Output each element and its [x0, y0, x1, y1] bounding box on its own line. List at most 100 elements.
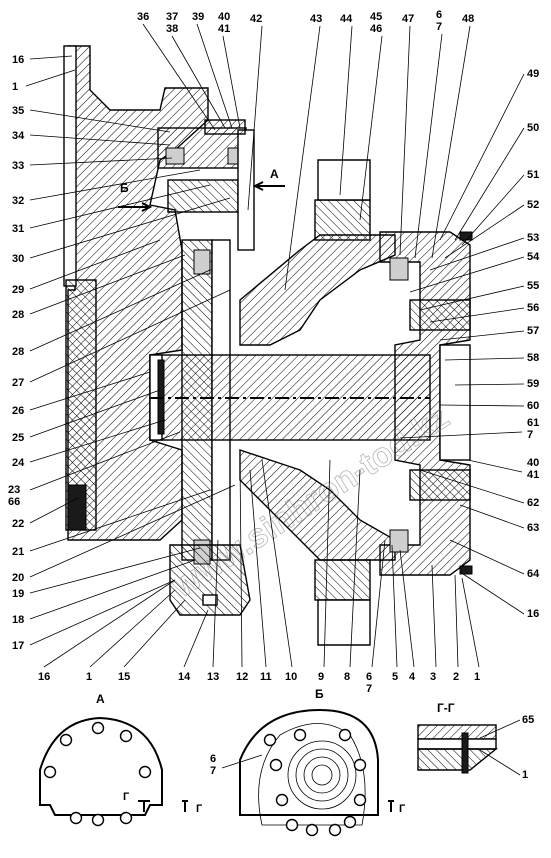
callout: 38 — [166, 23, 178, 35]
leader-line — [479, 719, 521, 739]
callout: 23 — [8, 484, 20, 496]
callout: 65 — [522, 714, 534, 726]
callouts-right: 49 50 51 52 53 54 55 56 57 58 59 60 61 7… — [527, 68, 540, 620]
lower-gear-box — [169, 544, 251, 616]
leader-line — [479, 749, 521, 776]
tire-bottom — [317, 599, 371, 646]
arrow-b — [118, 202, 153, 212]
main-section — [63, 45, 473, 646]
callout: 61 — [527, 417, 539, 429]
bearing-upper — [193, 249, 211, 275]
leader-lines-bottom — [43, 459, 480, 668]
hub-bearing-bottom — [389, 529, 409, 553]
callout: 27 — [12, 377, 24, 389]
callout: 62 — [527, 497, 539, 509]
callout: 41 — [527, 469, 539, 481]
callout: 59 — [527, 378, 539, 390]
hub-cap — [439, 344, 471, 461]
section-gg: Г-Г 65 1 — [417, 701, 534, 781]
callout: 7 — [210, 765, 216, 777]
callout: 29 — [12, 284, 24, 296]
callout: 40 — [527, 457, 539, 469]
callout: 6 — [210, 753, 216, 765]
callout: 1 — [522, 769, 528, 781]
callout: 39 — [192, 11, 204, 23]
callout: 17 — [12, 640, 24, 652]
callout: 31 — [12, 223, 24, 235]
callout: 26 — [12, 405, 24, 417]
housing-upper — [239, 234, 396, 346]
hub-gear-bottom — [409, 469, 471, 501]
wheel-top — [314, 199, 371, 241]
arrow-a — [252, 181, 285, 191]
view-a-outline — [39, 716, 163, 816]
cap-bolt-bottom — [459, 565, 473, 575]
flange-plate — [63, 45, 77, 287]
callout: 30 — [12, 253, 24, 265]
callout: 54 — [527, 251, 540, 263]
callout: 1 — [474, 671, 480, 683]
callout: 5 — [392, 671, 398, 683]
callout: 12 — [236, 671, 248, 683]
callout: 22 — [12, 518, 24, 530]
callout: 57 — [527, 325, 539, 337]
callout: 25 — [12, 432, 24, 444]
mount-bolt — [67, 484, 87, 531]
callouts-left: 16 1 35 34 33 32 31 30 29 28 28 27 26 25… — [8, 54, 25, 652]
callout: 28 — [12, 346, 24, 358]
callout: 13 — [207, 671, 219, 683]
callout: 7 — [436, 21, 442, 33]
callout: 45 — [370, 11, 382, 23]
view-b-ring-1 — [287, 740, 357, 810]
callout: 36 — [137, 11, 149, 23]
upper-bearing — [165, 147, 185, 165]
view-b-title: Б — [315, 687, 324, 701]
leader-lines-top — [142, 23, 471, 291]
section-mark-2: Г — [196, 803, 203, 815]
callout: 6 — [436, 9, 442, 21]
view-a-bolts — [43, 721, 152, 827]
callout: 52 — [527, 199, 539, 211]
callout: 9 — [318, 671, 324, 683]
cover-plate — [237, 129, 255, 251]
leader-line — [221, 754, 263, 769]
callout: 63 — [527, 522, 539, 534]
callout: 51 — [527, 169, 539, 181]
section-arrow-b — [388, 800, 394, 812]
gear-ring — [167, 179, 239, 213]
section-arrow — [138, 800, 150, 812]
callout: 35 — [12, 105, 24, 117]
callout: 40 — [218, 11, 230, 23]
callout: 46 — [370, 23, 382, 35]
callouts-top: 36 37 38 39 40 41 42 43 44 45 46 47 6 7 … — [137, 9, 474, 35]
callout: 28 — [12, 309, 24, 321]
callout: 33 — [12, 160, 24, 172]
callout: 64 — [527, 568, 540, 580]
callout: 47 — [402, 13, 414, 25]
callout: 8 — [344, 671, 350, 683]
callout: 16 — [38, 671, 50, 683]
callout: 53 — [527, 232, 539, 244]
gg-upper-plate — [417, 724, 497, 740]
gg-pin — [461, 732, 469, 774]
callout: 32 — [12, 195, 24, 207]
section-mark-b: Г — [399, 803, 406, 815]
gg-gasket — [417, 738, 497, 750]
view-a-title: А — [96, 692, 105, 706]
section-gg-title: Г-Г — [437, 701, 455, 715]
leader-lines-left — [25, 55, 236, 646]
callout: 15 — [118, 671, 130, 683]
callout: 49 — [527, 68, 539, 80]
callout: 58 — [527, 352, 539, 364]
callout: 20 — [12, 572, 24, 584]
callout: 19 — [12, 588, 24, 600]
callout: 44 — [340, 13, 353, 25]
hub-bearing-top — [389, 257, 409, 281]
callout: 11 — [260, 671, 272, 683]
callout: 3 — [430, 671, 436, 683]
callout: 24 — [12, 457, 25, 469]
arrow-b-letter: Б — [120, 181, 129, 195]
wheel-bottom — [314, 559, 371, 601]
view-b-bolts — [263, 728, 367, 837]
drain-plug — [202, 594, 218, 606]
